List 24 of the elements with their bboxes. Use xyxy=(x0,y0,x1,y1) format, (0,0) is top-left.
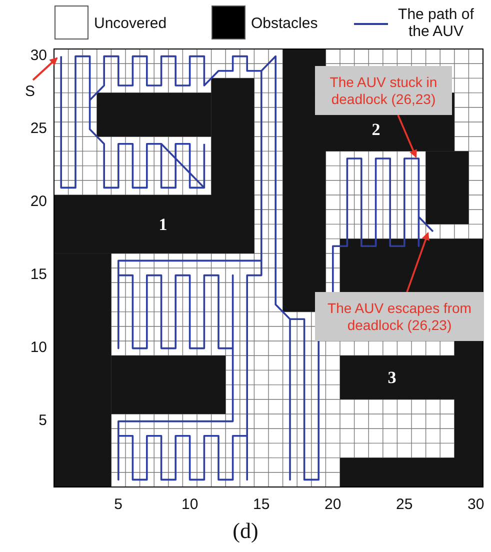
axis-tick-label: 10 xyxy=(180,497,200,513)
axis-tick-label: 30 xyxy=(466,497,486,513)
callout-box: The AUV stuck in deadlock (26,23) xyxy=(315,66,452,115)
axis-tick-label: 15 xyxy=(252,497,271,513)
callout-box: The AUV escapes from deadlock (26,23) xyxy=(315,292,484,341)
axis-tick-label: 25 xyxy=(29,121,47,138)
axis-tick-label: 15 xyxy=(29,267,47,284)
legend-label: The path of the AUV xyxy=(397,6,475,40)
legend-label: Uncovered xyxy=(94,15,167,32)
axis-tick-label: 25 xyxy=(395,497,414,513)
axis-tick-label: 5 xyxy=(38,413,47,430)
leader-line xyxy=(397,114,417,158)
region-number: 2 xyxy=(370,122,382,138)
axis-tick-label: 20 xyxy=(29,194,47,210)
axis-tick-label: 30 xyxy=(29,48,47,64)
legend-label: Obstacles xyxy=(251,15,318,32)
start-label: S xyxy=(24,84,36,100)
caption: (d) xyxy=(232,518,260,544)
axis-tick-label: 10 xyxy=(29,340,47,356)
region-number: 1 xyxy=(158,217,168,233)
axis-tick-label: 20 xyxy=(324,497,342,513)
leader-line xyxy=(406,232,430,292)
region-number: 3 xyxy=(386,370,398,386)
axis-tick-label: 5 xyxy=(113,497,124,513)
